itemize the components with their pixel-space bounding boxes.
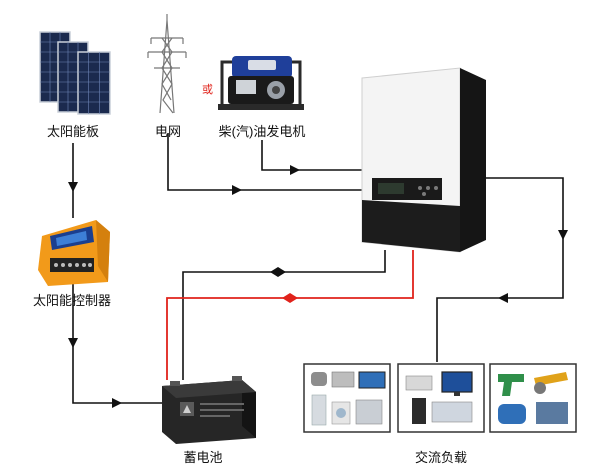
drill-icon — [498, 374, 524, 396]
battery-icon — [162, 376, 256, 444]
line-inverter-to-load-right — [436, 177, 564, 362]
inverter-icon — [361, 67, 486, 253]
tv-icon — [358, 371, 386, 389]
arrow-bidir-black — [270, 267, 286, 277]
label-ac-load: 交流负载 — [415, 450, 467, 465]
fridge-icon — [311, 394, 327, 426]
line-battery-negative — [182, 250, 386, 380]
monitor-icon — [441, 371, 473, 393]
arrow-right-battery — [112, 398, 122, 408]
label-solar-panel: 太阳能板 — [47, 124, 99, 139]
angle-grinder-icon — [534, 372, 568, 386]
arrow-right-generator — [290, 165, 300, 175]
desktop-pc-icon — [412, 398, 426, 424]
line-controller-to-battery — [72, 282, 162, 404]
printer-icon — [405, 375, 433, 391]
compressor-icon — [536, 402, 568, 424]
rice-cooker-icon — [311, 372, 327, 386]
arrow-down-right-loop — [558, 230, 568, 240]
label-grid: 电网 — [155, 124, 181, 139]
label-generator: 柴(汽)油发电机 — [219, 124, 306, 139]
charge-controller-icon — [38, 220, 110, 286]
label-battery: 蓄电池 — [183, 450, 222, 465]
line-generator-to-inverter — [261, 140, 362, 171]
load-box-home — [303, 363, 391, 433]
transmission-tower-icon — [147, 14, 187, 114]
arrow-heads — [68, 165, 568, 408]
line-battery-positive — [166, 250, 414, 380]
generator-icon — [218, 56, 304, 110]
connection-lines — [72, 133, 564, 404]
arrow-down-panel — [68, 182, 78, 192]
load-box-tools — [489, 363, 577, 433]
solar-panel-icon — [39, 31, 111, 115]
label-solar-controller: 太阳能控制器 — [33, 293, 111, 308]
arrow-bidir-red — [282, 293, 298, 303]
arrow-down-controller — [68, 338, 78, 348]
microwave-icon — [331, 371, 355, 388]
arrow-right-grid — [232, 185, 242, 195]
label-or: 或 — [202, 83, 213, 96]
load-box-office — [397, 363, 485, 433]
arrow-left-loop — [498, 293, 508, 303]
line-grid-to-inverter — [167, 133, 362, 191]
motor-icon — [498, 404, 526, 424]
